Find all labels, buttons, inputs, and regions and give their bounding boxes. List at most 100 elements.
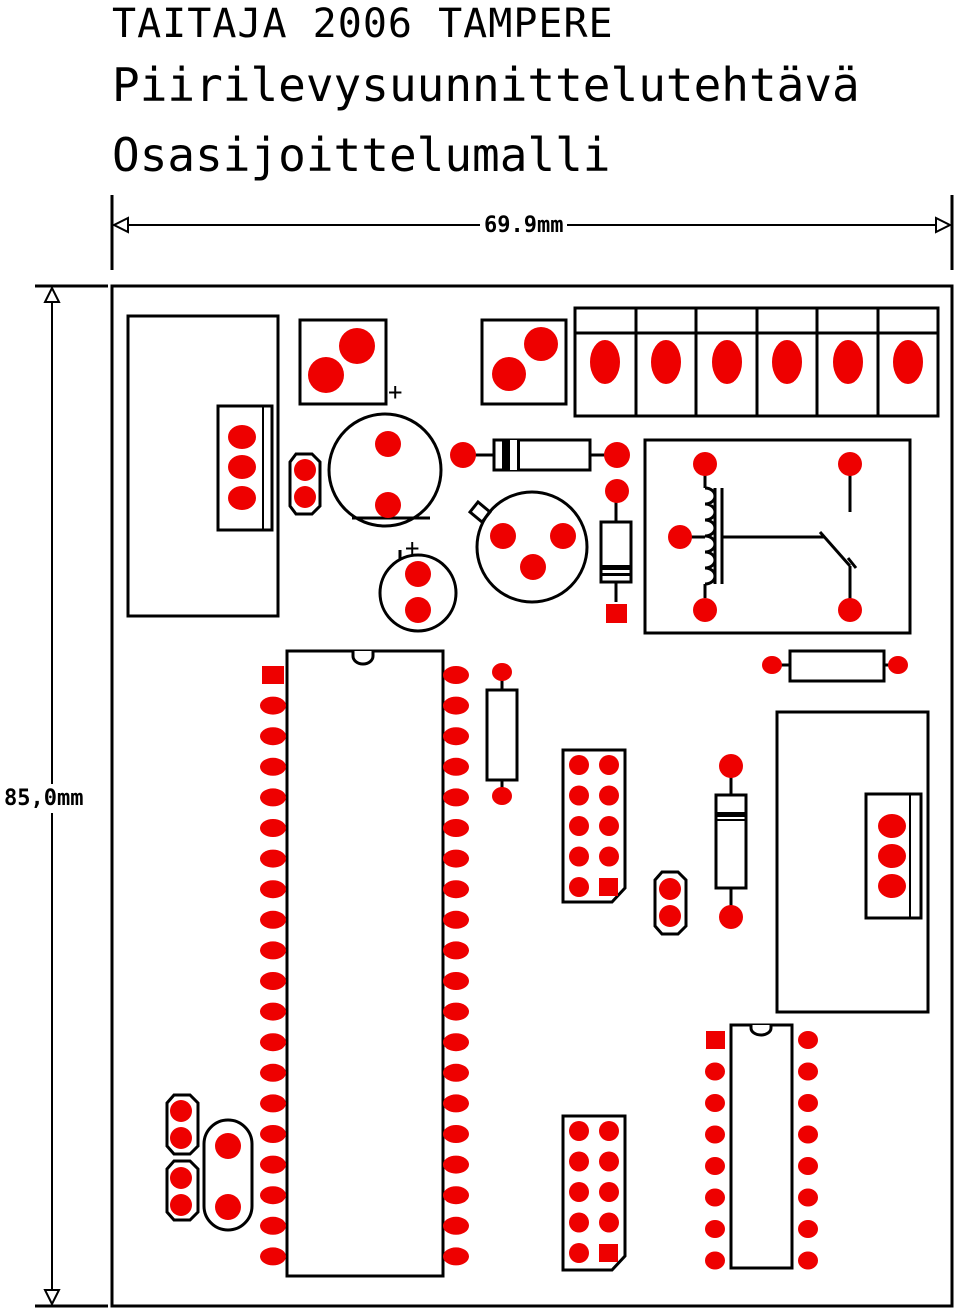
ic-pad-left xyxy=(260,910,286,929)
transformer xyxy=(126,314,280,618)
ic-pad-right xyxy=(443,1155,469,1174)
header-top-pad-1 xyxy=(599,878,618,896)
header-bottom-pad xyxy=(599,1151,619,1172)
small-ic-pad-left xyxy=(705,1188,725,1207)
ic-pad-left xyxy=(260,1002,286,1021)
small-ic-pad-left xyxy=(705,1062,725,1081)
ic-pad-right xyxy=(443,849,469,868)
ic-pad-left xyxy=(260,972,286,990)
small-ic-pad-left xyxy=(705,1157,725,1175)
ic-pad-left xyxy=(260,1094,286,1113)
ic-pad-right xyxy=(443,757,469,776)
header-2x5-top xyxy=(561,748,627,904)
header-top-pad xyxy=(599,785,619,806)
dimension-height-label: 85,0mm xyxy=(4,784,84,813)
ic-pad-right xyxy=(443,910,469,929)
small-ic-pad-right xyxy=(798,1031,818,1049)
ic-pad-right xyxy=(443,1186,469,1205)
ic-pad-right xyxy=(443,941,469,960)
ic-pad-right xyxy=(443,788,469,807)
header-top-pad xyxy=(599,755,619,775)
ic-pad-left xyxy=(260,819,286,837)
ic-pad-left xyxy=(260,1247,286,1266)
ic-pad-left xyxy=(260,1216,286,1235)
ic-pad-left xyxy=(260,1155,286,1174)
ic-pad-left xyxy=(260,1033,286,1052)
small-ic-pad-left xyxy=(705,1125,725,1144)
header-top-pad xyxy=(569,785,589,806)
header-bottom-pad xyxy=(599,1182,619,1202)
relay xyxy=(643,438,912,635)
ic-pad-left xyxy=(260,696,286,715)
small-ic-pad-right xyxy=(798,1251,818,1270)
small-ic-pad-left xyxy=(705,1220,725,1238)
ic-pad-right xyxy=(443,972,469,990)
header-top-pad xyxy=(569,816,589,836)
ic-pad-right xyxy=(443,1033,469,1052)
connector-2 xyxy=(480,318,568,406)
title-event: TAITAJA 2006 TAMPERE xyxy=(112,1,614,47)
header-top-pad xyxy=(569,846,589,867)
header-bottom-pad xyxy=(569,1243,589,1263)
header-bottom-pad-1 xyxy=(599,1244,618,1262)
ic-pads xyxy=(260,666,818,1270)
resistor-1 xyxy=(774,649,898,683)
microcontroller-ic xyxy=(285,649,445,1278)
resistor-2 xyxy=(485,672,519,796)
jumper-2 xyxy=(653,870,688,936)
jumper-1 xyxy=(288,452,322,516)
transformer-2 xyxy=(775,710,930,1014)
jumper-4 xyxy=(165,1159,200,1222)
capacitor-small xyxy=(378,550,458,633)
dimension-width-label: 69.9mm xyxy=(480,213,568,238)
header-bottom-pad xyxy=(569,1151,589,1172)
ic-pad-right xyxy=(443,1216,469,1235)
ic-pad-left xyxy=(260,880,286,899)
ic-pad-right xyxy=(443,727,469,746)
header-top-pad xyxy=(569,755,589,775)
ic-pad-right xyxy=(443,880,469,899)
title-task: Piirilevysuunnittelutehtävä xyxy=(112,58,860,112)
header-top-pad xyxy=(569,877,589,897)
header-top-pad xyxy=(599,816,619,836)
small-ic-pad-left xyxy=(705,1251,725,1270)
small-ic-pad-right xyxy=(798,1188,818,1207)
header-bottom-pad xyxy=(599,1212,619,1233)
diode-2 xyxy=(599,500,633,602)
ic-pad-right xyxy=(443,1094,469,1113)
ic-pad-left xyxy=(260,727,286,746)
small-ic xyxy=(729,1023,794,1270)
capacitor-large xyxy=(327,412,443,528)
small-ic-pad-right xyxy=(798,1062,818,1081)
header-bottom-pad xyxy=(569,1212,589,1233)
ic-pad-left xyxy=(260,788,286,807)
regulator-2 xyxy=(864,792,923,920)
small-ic-pad-right xyxy=(798,1094,818,1112)
terminal-block xyxy=(573,306,940,418)
diode-3 xyxy=(714,776,748,906)
small-ic-pad-1 xyxy=(706,1031,725,1049)
ic-pad-left xyxy=(260,1125,286,1143)
plus-mark-1: + xyxy=(388,378,402,406)
header-bottom-pad xyxy=(569,1121,589,1141)
ic-pad-right xyxy=(443,1125,469,1143)
ic-pad-right xyxy=(443,666,469,684)
polarity-markings: + + xyxy=(388,378,419,562)
ic-pad-left-1 xyxy=(262,666,284,684)
header-bottom-pad xyxy=(569,1182,589,1202)
small-ic-pad-right xyxy=(798,1220,818,1238)
small-ic-pad-right xyxy=(798,1125,818,1144)
connector-1 xyxy=(298,318,388,406)
small-ic-pad-right xyxy=(798,1157,818,1175)
title-subtitle: Osasijoittelumalli xyxy=(112,128,611,182)
ic-pad-right xyxy=(443,819,469,837)
ic-pad-right xyxy=(443,1247,469,1266)
small-ic-pad-left xyxy=(705,1094,725,1112)
pad-layer xyxy=(170,327,923,1220)
header-bottom-pad xyxy=(599,1121,619,1141)
diode-1 xyxy=(472,438,612,472)
regulator-1 xyxy=(216,404,274,532)
ic-pad-left xyxy=(260,941,286,960)
jumper-3 xyxy=(165,1093,200,1156)
